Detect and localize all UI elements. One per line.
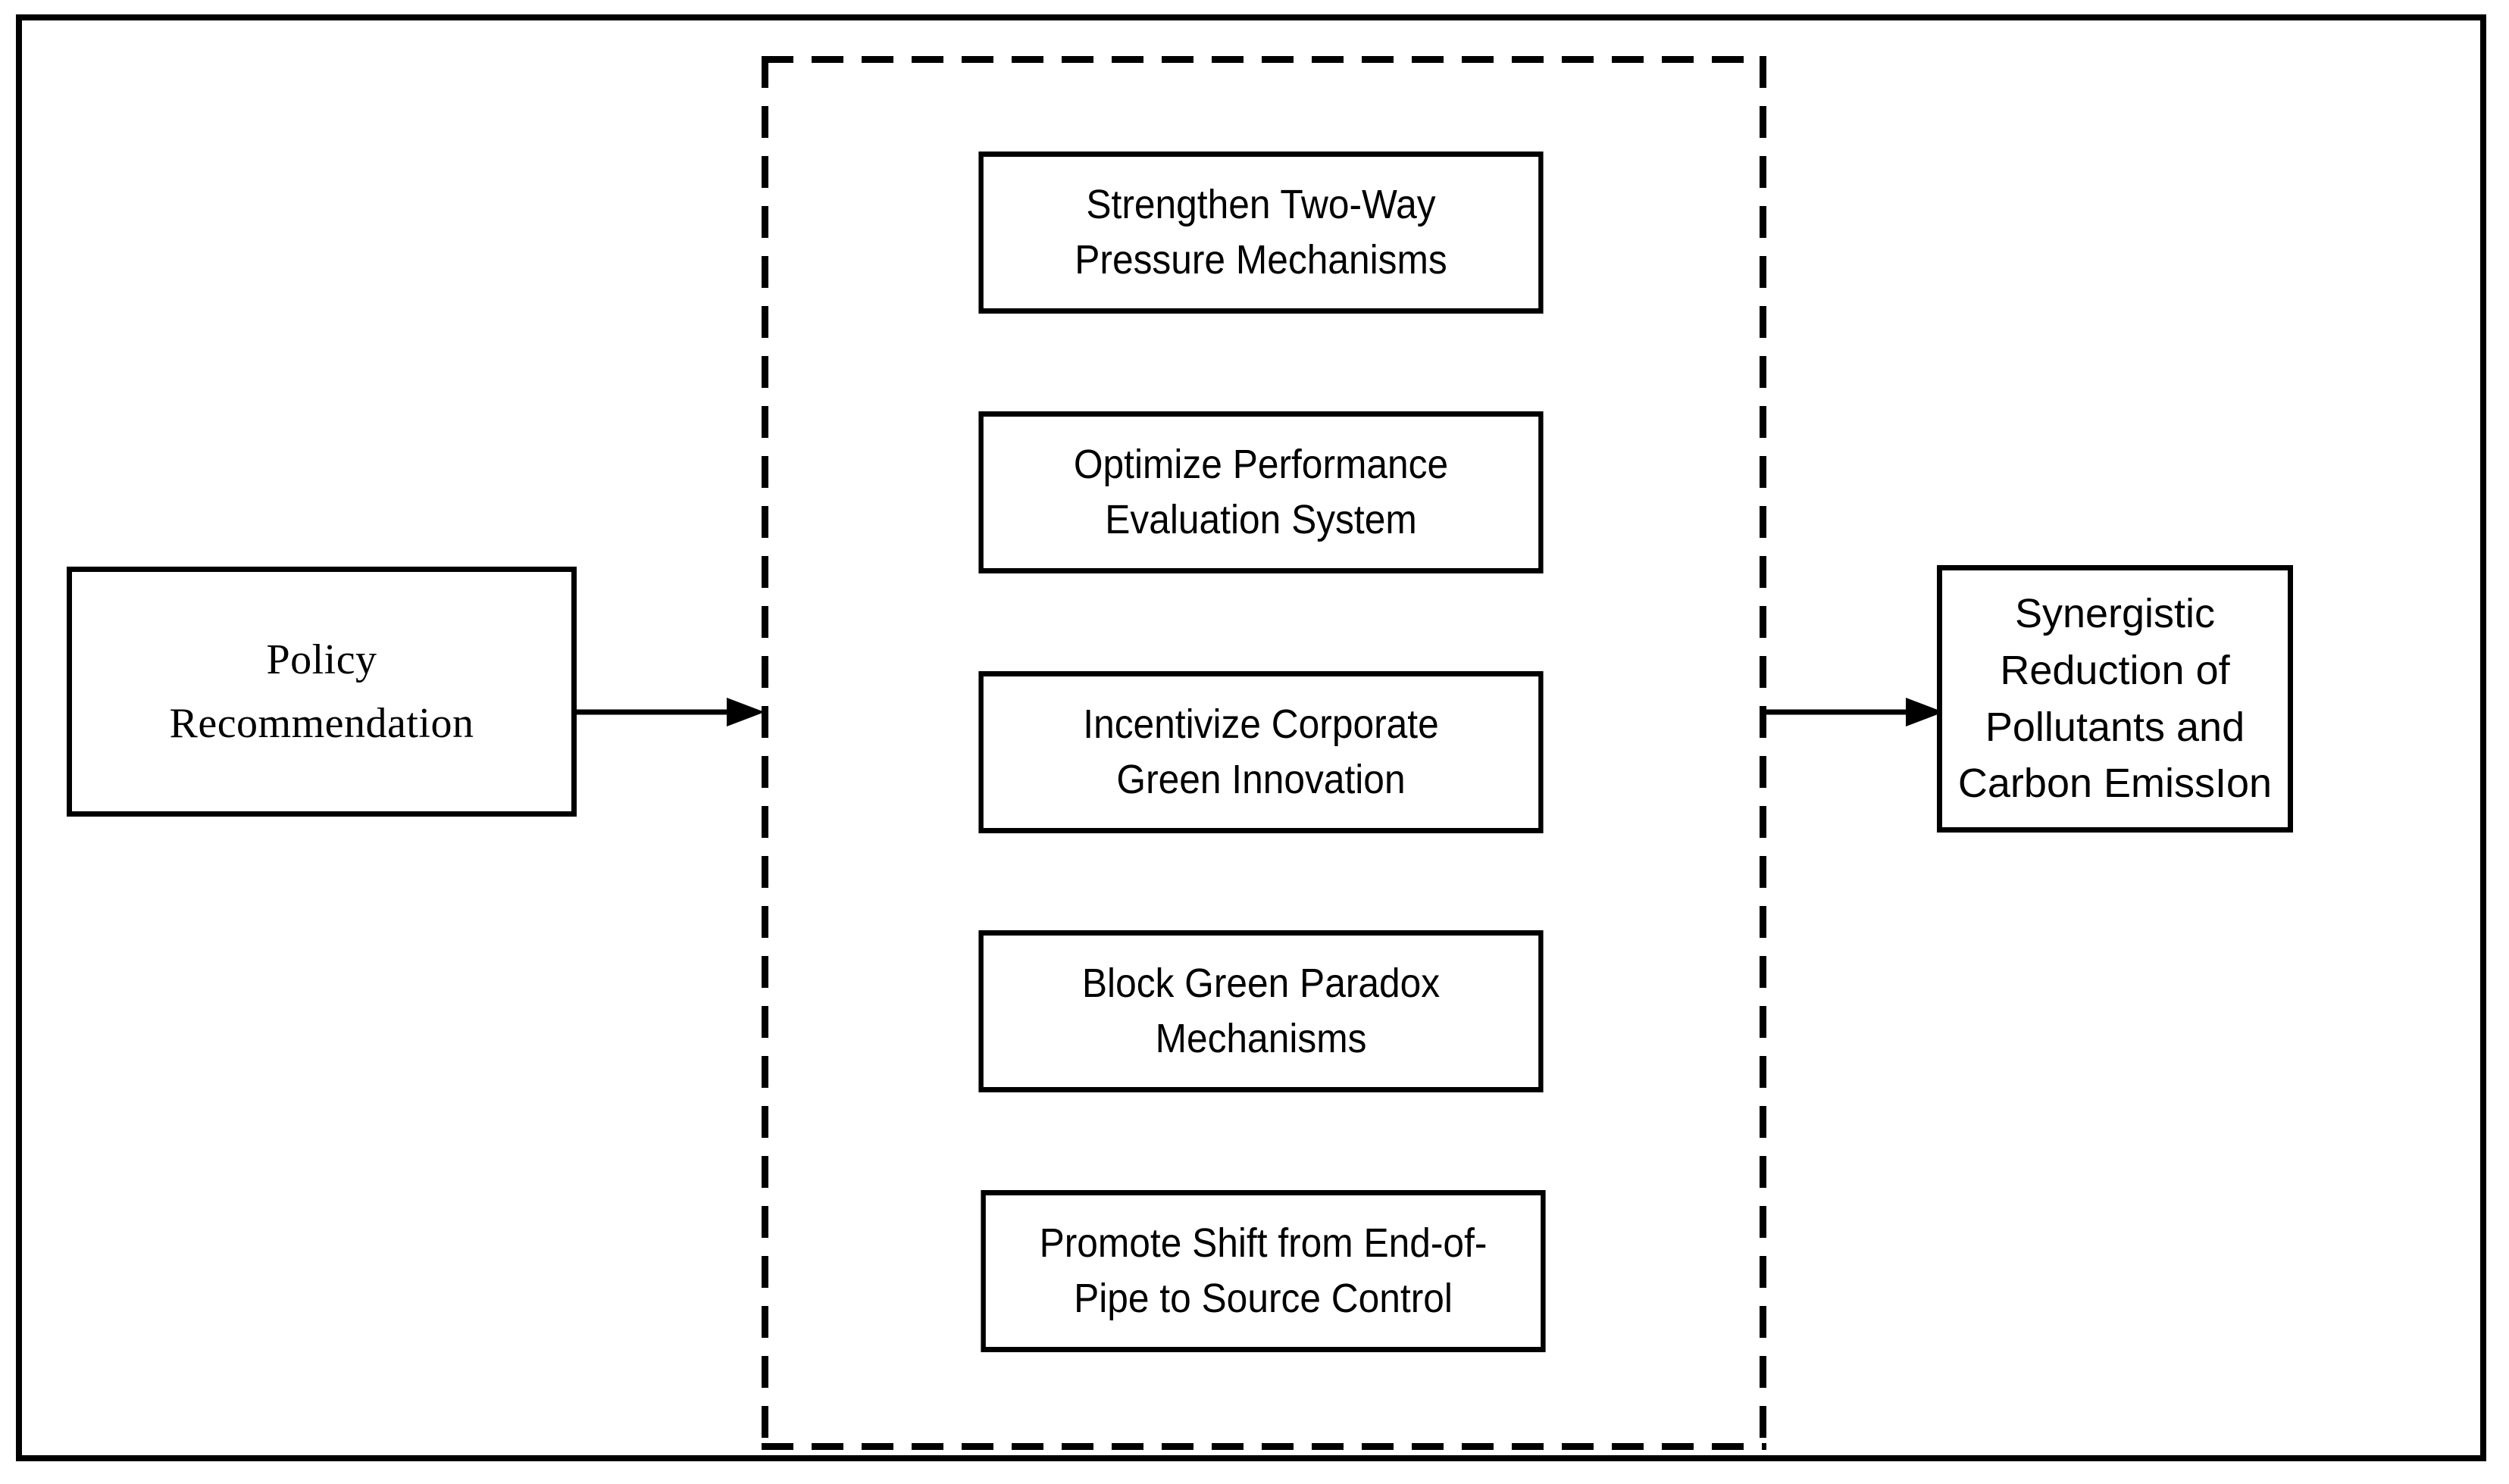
node-incentivize-green-innovation[interactable]: Incentivize Corporate Green Innovation [978, 671, 1544, 833]
measure-1-line-2: Pressure Mechanisms [1075, 237, 1447, 283]
node-promote-source-control-text: Promote Shift from End-of- Pipe to Sourc… [986, 1216, 1541, 1326]
dashed-border-bottom [762, 1443, 1766, 1450]
outcome-line-1: Synergistic Reduction [2000, 591, 2216, 693]
arrow-measures-to-outcome [1763, 697, 1945, 727]
dashed-border-left [762, 56, 768, 1450]
node-synergistic-reduction-outcome-text: Synergistic Reduction of Pollutants and … [1942, 586, 2288, 811]
policy-line-2: Recommendation [169, 700, 474, 747]
measure-2-line-1: Optimize Performance [1073, 442, 1449, 488]
measure-4-line-2: Mechanisms [1155, 1016, 1367, 1061]
measure-2-line-2: Evaluation System [1105, 497, 1417, 542]
policy-line-1: Policy [266, 636, 377, 683]
measure-5-line-2: Pipe to Source Control [1074, 1276, 1453, 1321]
node-policy-recommendation-text: Policy Recommendation [72, 628, 571, 755]
measure-5-line-1: Promote Shift from End-of- [1039, 1220, 1488, 1267]
node-policy-recommendation[interactable]: Policy Recommendation [67, 567, 577, 817]
node-block-green-paradox[interactable]: Block Green Paradox Mechanisms [978, 930, 1544, 1092]
node-synergistic-reduction-outcome[interactable]: Synergistic Reduction of Pollutants and … [1937, 565, 2293, 833]
outcome-line-3: Carbon EmissIon [1957, 761, 2273, 807]
dashed-border-right [1760, 56, 1766, 1450]
node-optimize-performance-evaluation[interactable]: Optimize Performance Evaluation System [978, 411, 1544, 573]
arrow-source-to-measures [577, 697, 766, 727]
measure-3-line-1: Incentivize Corporate [1083, 701, 1439, 748]
node-strengthen-two-way-pressure-text: Strengthen Two-Way Pressure Mechanisms [984, 177, 1538, 288]
measure-1-line-1: Strengthen Two-Way [1086, 182, 1436, 228]
measure-3-line-2: Green Innovation [1116, 757, 1406, 802]
node-strengthen-two-way-pressure[interactable]: Strengthen Two-Way Pressure Mechanisms [978, 152, 1544, 314]
outcome-line-2: of Pollutants and [1985, 647, 2245, 750]
measures-dashed-group [762, 56, 1766, 1450]
node-promote-source-control[interactable]: Promote Shift from End-of- Pipe to Sourc… [981, 1190, 1546, 1352]
node-block-green-paradox-text: Block Green Paradox Mechanisms [984, 956, 1538, 1067]
dashed-border-top [762, 56, 1766, 63]
node-incentivize-green-innovation-text: Incentivize Corporate Green Innovation [984, 697, 1538, 808]
node-optimize-performance-evaluation-text: Optimize Performance Evaluation System [984, 437, 1538, 548]
measure-4-line-1: Block Green Paradox [1081, 961, 1441, 1007]
